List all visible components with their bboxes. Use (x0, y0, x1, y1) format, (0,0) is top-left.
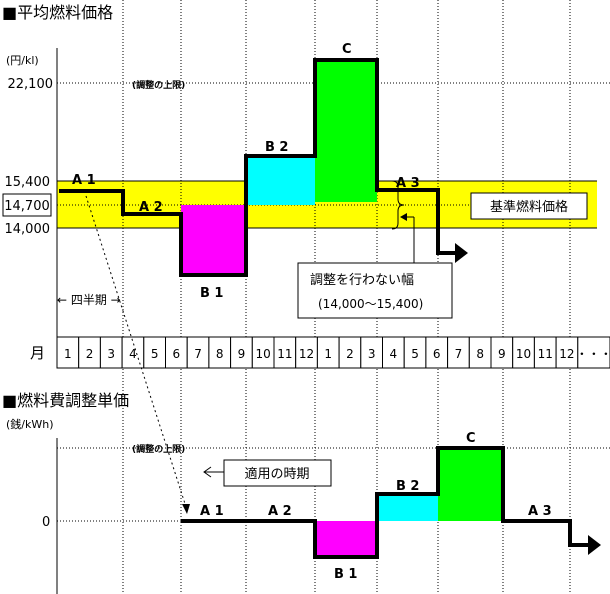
month-value: 2 (86, 347, 94, 361)
month-value: ・・・ (576, 347, 610, 361)
bottom-c-fill (438, 448, 503, 521)
y-label-base: 14,700 (4, 199, 50, 214)
month-value: 2 (346, 347, 354, 361)
month-value: 4 (129, 347, 137, 361)
month-value: 7 (194, 347, 202, 361)
bottom-b1-fill (315, 521, 377, 557)
month-value: 3 (107, 347, 115, 361)
no-adjust-label: 調整を行わない幅 (310, 273, 414, 288)
base-value-box (2, 193, 52, 217)
top-arrow-head (455, 243, 468, 263)
y-label-high: 15,400 (5, 175, 51, 190)
top-price-line (59, 58, 455, 277)
bottom-unit: (銭/kWh) (6, 418, 54, 431)
bottom-seg-c: C (466, 431, 476, 446)
top-seg-a1: A 1 (72, 173, 96, 188)
top-c-fill (315, 60, 377, 202)
month-value: 5 (411, 347, 419, 361)
month-label: 月 (30, 344, 45, 362)
top-b1-fill (181, 205, 246, 275)
month-value: 11 (277, 347, 292, 361)
bottom-unit-price-line (181, 446, 588, 559)
y-label-low: 14,000 (5, 222, 51, 237)
y-label-upper: 22,100 (8, 77, 54, 92)
month-cell (577, 336, 610, 369)
month-value: 8 (476, 347, 484, 361)
bottom-seg-a3: A 3 (528, 504, 552, 519)
apply-period-box (223, 459, 332, 487)
month-value: 6 (173, 347, 181, 361)
top-unit: (円/kl) (6, 54, 39, 67)
apply-period-label: 適用の時期 (244, 466, 309, 482)
top-seg-b1: B 1 (200, 286, 223, 301)
bottom-b2-fill (377, 496, 438, 521)
month-value: 8 (216, 347, 224, 361)
top-seg-a2: A 2 (139, 200, 163, 215)
bottom-title: ■燃料費調整単価 (2, 391, 129, 410)
bottom-seg-b2: B 2 (396, 479, 419, 494)
base-price-box (470, 192, 588, 220)
no-adjust-callout (297, 262, 453, 319)
top-b2-fill (246, 156, 315, 205)
quarter-label: ← 四半期 → (57, 293, 121, 307)
bottom-seg-a1: A 1 (200, 504, 224, 519)
month-value: 11 (538, 347, 553, 361)
base-price-label: 基準燃料価格 (490, 199, 568, 215)
bottom-upper-limit-note: (調整の上限) (132, 443, 185, 455)
range-brace-icon (391, 180, 405, 230)
month-value: 9 (238, 347, 246, 361)
month-value: 6 (433, 347, 441, 361)
top-seg-a3: A 3 (396, 176, 420, 191)
month-value: 4 (390, 347, 398, 361)
month-value: 5 (151, 347, 159, 361)
top-seg-c: C (342, 42, 352, 57)
month-value: 9 (498, 347, 506, 361)
zero-label: 0 (42, 515, 50, 530)
bottom-seg-b1: B 1 (334, 567, 357, 582)
month-value: 7 (455, 347, 463, 361)
month-value: 12 (559, 347, 574, 361)
no-adjust-range: (14,000〜15,400) (318, 297, 423, 311)
month-value: 1 (64, 347, 72, 361)
month-value: 3 (368, 347, 376, 361)
top-upper-limit-note: (調整の上限) (132, 79, 185, 91)
bottom-seg-a2: A 2 (268, 504, 292, 519)
month-value: 10 (516, 347, 531, 361)
top-title: ■平均燃料価格 (2, 3, 113, 22)
bottom-arrow-head (588, 535, 601, 555)
month-value: 1 (324, 347, 332, 361)
top-seg-b2: B 2 (265, 140, 288, 155)
month-value: 12 (299, 347, 314, 361)
callout-arrow-icon (400, 213, 407, 221)
month-value: 10 (256, 347, 271, 361)
